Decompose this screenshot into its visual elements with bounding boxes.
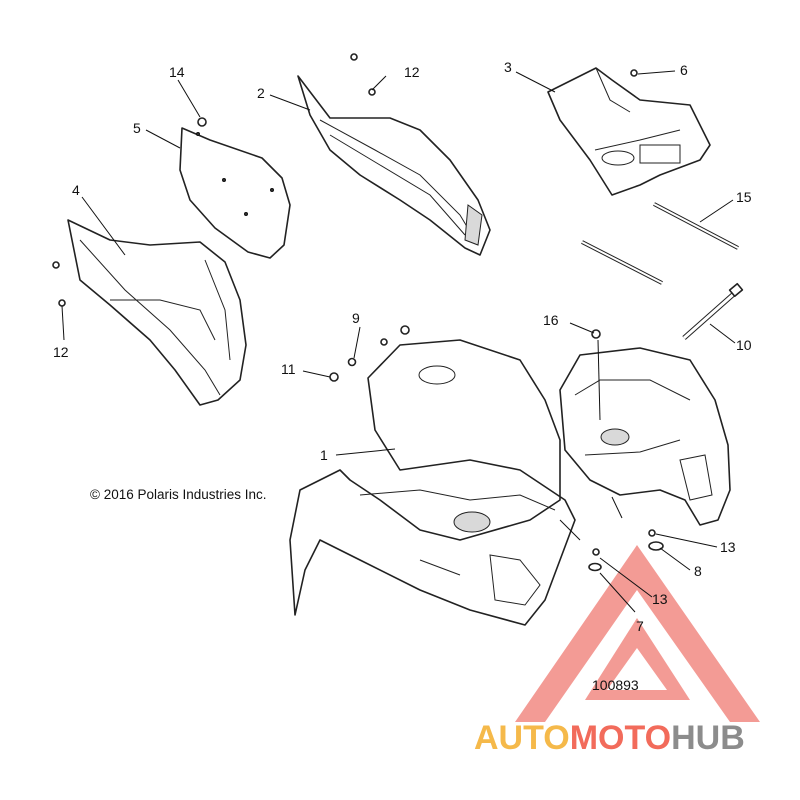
callout-15: 16: [543, 312, 559, 328]
callout-10: 10: [736, 337, 752, 353]
callout-4: 4: [72, 182, 80, 198]
fasteners: [52, 53, 664, 572]
callout-6: 6: [680, 62, 688, 78]
part-10-bolt: [682, 282, 744, 340]
part-1-fender: [289, 339, 576, 626]
callout-labels: 14 12 2 3 6 5 4 15 12 9 16 10 11 1 13 8 …: [53, 59, 752, 634]
callout-5: 5: [133, 120, 141, 136]
rear-fender-body: [559, 347, 731, 526]
callout-2: 2: [257, 85, 265, 101]
leader-lines: [61, 70, 736, 613]
callout-12-top: 12: [404, 64, 420, 80]
callout-12-left: 12: [53, 344, 69, 360]
part-14-rods: [581, 202, 739, 285]
watermark-logo: [515, 545, 760, 722]
part-5-panel: [179, 127, 291, 259]
callout-9: 9: [352, 310, 360, 326]
part-2-side-panel: [297, 75, 491, 256]
callout-14: 15: [736, 189, 752, 205]
callout-13-lower: 13: [652, 591, 668, 607]
part-3-rear-piece: [547, 67, 711, 196]
figure-number: 100893: [592, 677, 639, 693]
callout-7: 7: [636, 618, 644, 634]
watermark-hub: HUB: [671, 719, 745, 757]
part-4-side-panel: [67, 219, 247, 406]
callout-16: 14: [169, 64, 185, 80]
callout-3: 3: [504, 59, 512, 75]
callout-8: 8: [694, 563, 702, 579]
callout-1: 1: [320, 447, 328, 463]
watermark-auto: AUTO: [474, 719, 570, 757]
watermark-moto: MOTO: [570, 719, 671, 757]
callout-13-right: 13: [720, 539, 736, 555]
watermark-text: AUTOMOTOHUB: [474, 719, 745, 757]
callout-11: 11: [281, 361, 296, 377]
copyright-notice: © 2016 Polaris Industries Inc.: [90, 487, 267, 502]
